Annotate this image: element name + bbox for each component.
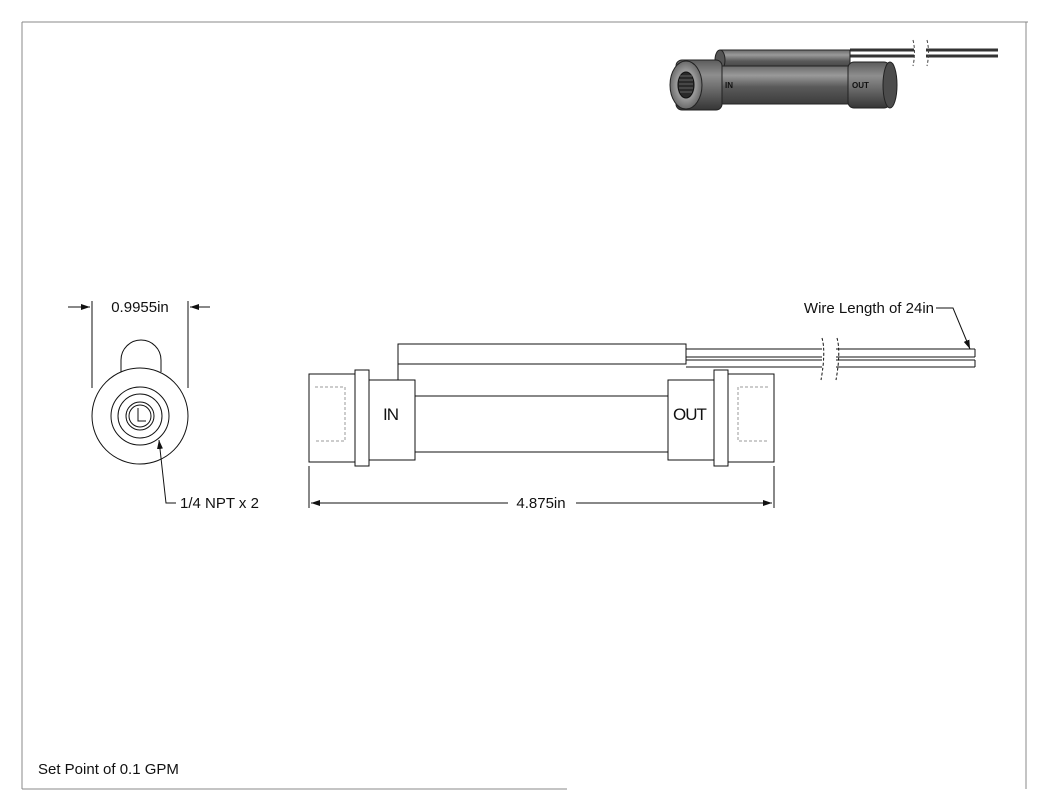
- wire-callout: Wire Length of 24in: [804, 300, 934, 317]
- side-view: [308, 337, 976, 508]
- iso-inlet-label: IN: [725, 81, 733, 90]
- inlet-label: IN: [383, 405, 398, 424]
- iso-wires: [850, 39, 998, 67]
- wire-leader: [936, 307, 971, 350]
- set-point-note: Set Point of 0.1 GPM: [38, 761, 179, 778]
- isometric-view: IN OUT: [669, 39, 998, 111]
- port-callout: 1/4 NPT x 2: [180, 495, 259, 512]
- length-dimension-label: 4.875in: [516, 495, 565, 512]
- end-view: [91, 301, 189, 465]
- port-leader: [157, 439, 176, 504]
- iso-outlet-label: OUT: [852, 81, 869, 90]
- outlet-label: OUT: [673, 405, 707, 424]
- sheet-border: [21, 21, 1028, 790]
- width-dimension-label: 0.9955in: [111, 299, 169, 316]
